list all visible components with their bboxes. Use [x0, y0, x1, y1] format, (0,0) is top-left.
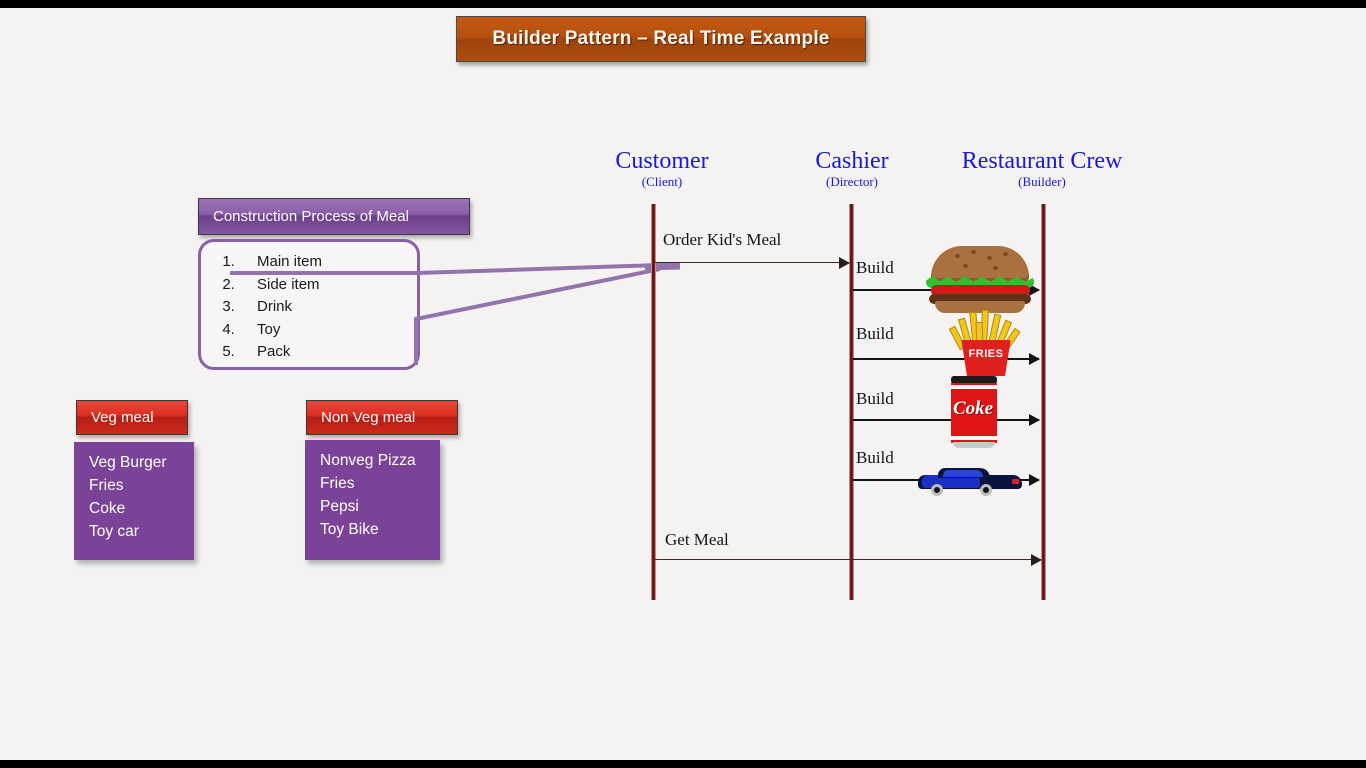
veg-meal-header-label: Veg meal: [91, 409, 154, 426]
veg-meal-items-box: Veg Burger Fries Coke Toy car: [74, 442, 194, 560]
fries-box-label: FRIES: [968, 348, 1004, 360]
message-label-build-2: Build: [856, 324, 894, 343]
list-item: Toy Bike: [320, 521, 379, 538]
nonveg-meal-header-label: Non Veg meal: [321, 409, 416, 426]
message-arrow-build-3: [853, 414, 1040, 426]
lifeline-cashier: [849, 204, 854, 600]
list-item: Drink: [239, 296, 417, 319]
construction-steps-callout: Main item Side item Drink Toy Pack: [198, 239, 420, 370]
callout-leader-lines: [230, 262, 681, 365]
letterbox-bottom: [0, 760, 1366, 768]
actor-customer: Customer (Client): [562, 148, 762, 190]
actor-restaurant-crew: Restaurant Crew (Builder): [942, 148, 1142, 190]
message-label-order-kids-meal: Order Kid's Meal: [663, 230, 782, 249]
actor-restaurant-crew-role: (Builder): [1018, 174, 1066, 189]
list-item: Fries: [89, 477, 124, 494]
list-item: Fries: [320, 475, 355, 492]
actor-cashier: Cashier (Director): [752, 148, 952, 190]
toy-car-icon: [918, 466, 1022, 496]
message-label-build-4: Build: [856, 448, 894, 467]
message-arrow-order-kids-meal: [655, 257, 850, 269]
list-item: Toy car: [89, 523, 139, 540]
list-item: Toy: [239, 319, 417, 342]
lifeline-restaurant-crew: [1041, 204, 1046, 600]
burger-icon: [925, 244, 1035, 314]
actor-customer-role: (Client): [641, 174, 683, 189]
list-item: Pepsi: [320, 498, 359, 515]
letterbox-top: [0, 0, 1366, 8]
actor-restaurant-crew-name: Restaurant Crew: [961, 148, 1123, 174]
list-item: Side item: [239, 274, 417, 297]
message-arrow-build-2: [853, 353, 1040, 365]
sequence-diagram: Customer (Client) Cashier (Director) Res…: [0, 8, 1366, 760]
coke-can-label: Coke: [952, 398, 994, 419]
nonveg-meal-header: Non Veg meal: [306, 400, 458, 435]
nonveg-meal-items-box: Nonveg Pizza Fries Pepsi Toy Bike: [305, 440, 440, 560]
construction-process-header-label: Construction Process of Meal: [213, 208, 409, 225]
coke-can-icon: Coke: [950, 376, 998, 450]
fries-icon: FRIES: [948, 308, 1022, 376]
construction-steps-list: Main item Side item Drink Toy Pack: [201, 242, 417, 364]
actor-cashier-name: Cashier: [815, 148, 889, 174]
list-item: Nonveg Pizza: [320, 452, 416, 469]
message-label-get-meal: Get Meal: [665, 530, 729, 549]
slide-title-banner: Builder Pattern – Real Time Example: [456, 16, 866, 62]
message-label-build-3: Build: [856, 389, 894, 408]
message-arrow-get-meal: [655, 554, 1042, 566]
veg-meal-header: Veg meal: [76, 400, 188, 435]
list-item: Coke: [89, 500, 126, 517]
actor-cashier-role: (Director): [826, 174, 878, 189]
actor-customer-name: Customer: [615, 148, 709, 174]
page-title: Builder Pattern – Real Time Example: [492, 28, 830, 49]
slide-canvas: Builder Pattern – Real Time Example Cons…: [0, 8, 1366, 760]
list-item: Main item: [239, 251, 417, 274]
lifeline-customer: [651, 204, 656, 600]
message-label-build-1: Build: [856, 258, 894, 277]
construction-process-header: Construction Process of Meal: [198, 198, 470, 235]
list-item: Veg Burger: [89, 454, 167, 471]
list-item: Pack: [239, 341, 417, 364]
